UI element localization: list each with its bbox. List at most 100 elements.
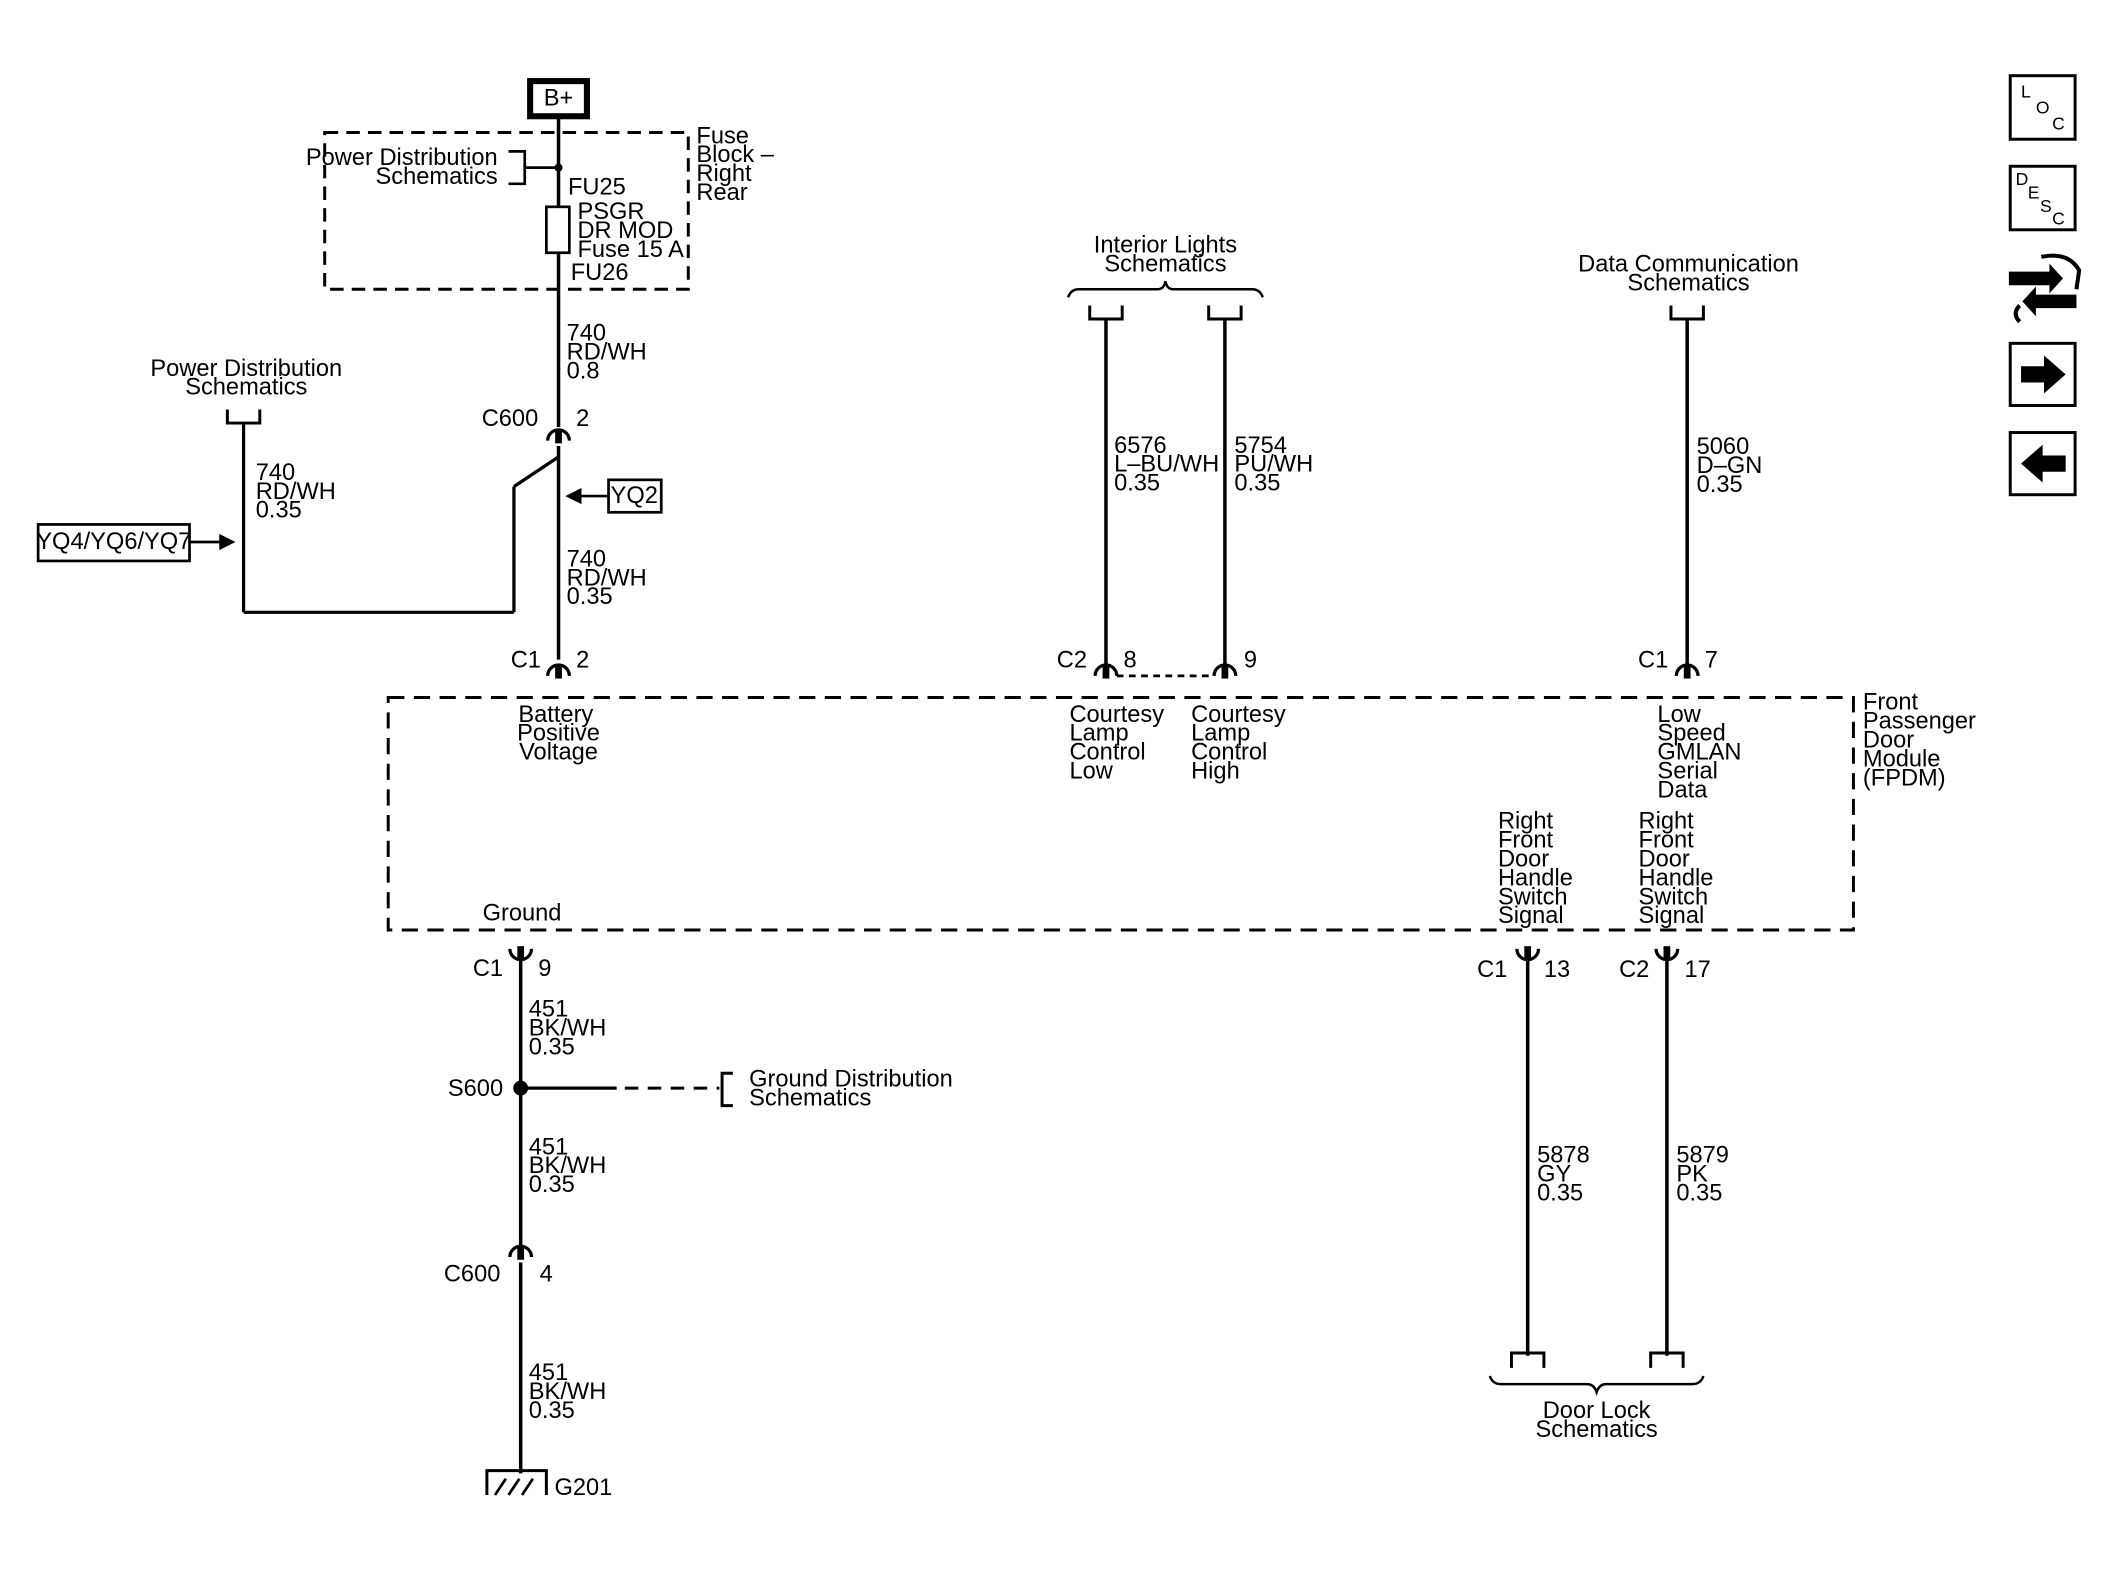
wire-5878: 5878 GY 0.35 <box>1525 959 1590 1356</box>
svg-text:G201: G201 <box>554 1475 612 1501</box>
svg-text:S600: S600 <box>448 1076 503 1102</box>
svg-text:GY: GY <box>1537 1161 1571 1187</box>
connector-c2-pin-9: 9 <box>1214 648 1257 679</box>
connector-c1-pin-9: C1 9 <box>473 946 551 982</box>
door-lock-reference: Door Lock Schematics <box>1488 1351 1705 1443</box>
arrow-right-icon <box>2021 355 2066 394</box>
svg-text:13: 13 <box>1544 957 1570 983</box>
svg-text:Signal: Signal <box>1639 903 1705 929</box>
svg-text:0.35: 0.35 <box>1114 471 1160 497</box>
svg-text:E: E <box>2028 183 2040 203</box>
svg-text:Fuse: Fuse <box>696 123 749 149</box>
svg-text:Schematics: Schematics <box>185 375 307 401</box>
svg-text:Courtesy: Courtesy <box>1069 702 1164 728</box>
svg-text:0.35: 0.35 <box>1676 1180 1722 1206</box>
connector-service-icon[interactable] <box>2008 253 2082 324</box>
svg-text:L: L <box>2021 81 2031 101</box>
svg-text:Control: Control <box>1069 740 1145 766</box>
wire-label-451-b: 451 BK/WH 0.35 <box>529 1134 606 1198</box>
svg-text:Voltage: Voltage <box>519 740 598 766</box>
svg-text:Courtesy: Courtesy <box>1191 702 1286 728</box>
svg-text:Low: Low <box>1657 702 1701 728</box>
svg-text:Block –: Block – <box>696 142 774 168</box>
terminal-ground: Ground <box>483 900 562 926</box>
svg-text:Front: Front <box>1863 690 1919 716</box>
fuse-block-right-rear: Fuse Block – Right Rear <box>323 123 775 291</box>
svg-text:High: High <box>1191 759 1240 785</box>
svg-text:C1: C1 <box>511 648 541 674</box>
wire-6576: 6576 L–BU/WH 0.35 <box>1104 318 1219 668</box>
svg-text:Handle: Handle <box>1498 865 1573 891</box>
svg-text:Door Lock: Door Lock <box>1543 1398 1651 1424</box>
wire-5879: 5879 PK 0.35 <box>1665 959 1729 1356</box>
svg-text:C1: C1 <box>1477 957 1507 983</box>
svg-text:4: 4 <box>540 1261 553 1287</box>
ground-g201: G201 <box>485 1469 612 1501</box>
svg-text:7: 7 <box>1705 648 1718 674</box>
connector-c600-pin-4: C600 4 <box>444 1246 553 1287</box>
svg-text:Front: Front <box>1498 828 1554 854</box>
svg-text:Interior Lights: Interior Lights <box>1094 233 1237 259</box>
svg-text:2: 2 <box>576 406 589 432</box>
svg-text:D: D <box>2016 169 2029 189</box>
svg-text:Door: Door <box>1863 727 1914 753</box>
svg-text:0.35: 0.35 <box>256 498 302 524</box>
svg-text:B+: B+ <box>544 85 574 111</box>
svg-text:Fuse 15 A: Fuse 15 A <box>577 237 684 263</box>
svg-text:451: 451 <box>529 1134 568 1160</box>
module-fpdm: Front Passenger Door Module (FPDM) <box>386 690 1976 932</box>
data-communication-reference: Data Communication Schematics <box>1578 252 1799 321</box>
svg-text:Speed: Speed <box>1657 721 1725 747</box>
svg-text:Schematics: Schematics <box>1104 252 1226 278</box>
svg-text:9: 9 <box>1244 648 1257 674</box>
svg-text:Positive: Positive <box>517 721 600 747</box>
svg-text:Power Distribution: Power Distribution <box>150 356 342 382</box>
svg-text:8: 8 <box>1124 648 1137 674</box>
svg-text:RD/WH: RD/WH <box>567 565 647 591</box>
svg-text:Control: Control <box>1191 740 1267 766</box>
svg-text:YQ4/YQ6/YQ7: YQ4/YQ6/YQ7 <box>36 529 191 555</box>
svg-text:Switch: Switch <box>1639 884 1709 910</box>
svg-text:Signal: Signal <box>1498 903 1564 929</box>
svg-text:C1: C1 <box>1638 648 1668 674</box>
previous-button[interactable] <box>2008 431 2077 497</box>
svg-text:Schematics: Schematics <box>749 1086 871 1112</box>
svg-text:Door: Door <box>1639 846 1690 872</box>
loc-button[interactable]: L O C <box>2008 74 2077 141</box>
svg-text:Front: Front <box>1639 828 1695 854</box>
option-yq2: YQ2 <box>565 478 663 514</box>
wire-label-740-a: 740 RD/WH 0.8 <box>567 321 647 385</box>
svg-text:Module: Module <box>1863 746 1941 772</box>
option-switch-line <box>241 423 560 614</box>
svg-text:0.8: 0.8 <box>567 358 600 384</box>
svg-text:BK/WH: BK/WH <box>529 1379 606 1405</box>
svg-text:FU26: FU26 <box>571 260 629 286</box>
svg-text:0.35: 0.35 <box>567 584 613 610</box>
svg-text:5879: 5879 <box>1676 1142 1729 1168</box>
connector-c2-pin-17: C2 17 <box>1619 946 1711 983</box>
svg-text:Data Communication: Data Communication <box>1578 252 1799 278</box>
power-source-b-plus: B+ <box>527 78 590 120</box>
svg-text:0.35: 0.35 <box>529 1398 575 1424</box>
svg-text:740: 740 <box>256 460 295 486</box>
svg-text:C: C <box>2052 114 2065 134</box>
svg-text:C1: C1 <box>473 956 503 982</box>
svg-text:Lamp: Lamp <box>1191 721 1250 747</box>
svg-text:PU/WH: PU/WH <box>1234 452 1313 478</box>
svg-text:Right: Right <box>696 161 752 187</box>
svg-text:C600: C600 <box>444 1261 501 1287</box>
next-button[interactable] <box>2008 341 2077 407</box>
ground-distribution-reference: Ground Distribution Schematics <box>520 1067 953 1112</box>
svg-text:C600: C600 <box>482 406 539 432</box>
svg-text:Ground Distribution: Ground Distribution <box>749 1067 953 1093</box>
svg-text:Passenger: Passenger <box>1863 709 1976 735</box>
svg-text:451: 451 <box>529 996 568 1022</box>
desc-button[interactable]: D E S C <box>2008 164 2077 232</box>
terminal-courtesy-lamp-control-high: Courtesy Lamp Control High <box>1191 702 1286 785</box>
svg-text:5878: 5878 <box>1537 1142 1590 1168</box>
svg-text:PSGR: PSGR <box>577 199 644 225</box>
connector-c2-pin-8: C2 8 <box>1057 648 1137 679</box>
svg-text:C: C <box>2052 208 2065 228</box>
svg-text:9: 9 <box>538 956 551 982</box>
